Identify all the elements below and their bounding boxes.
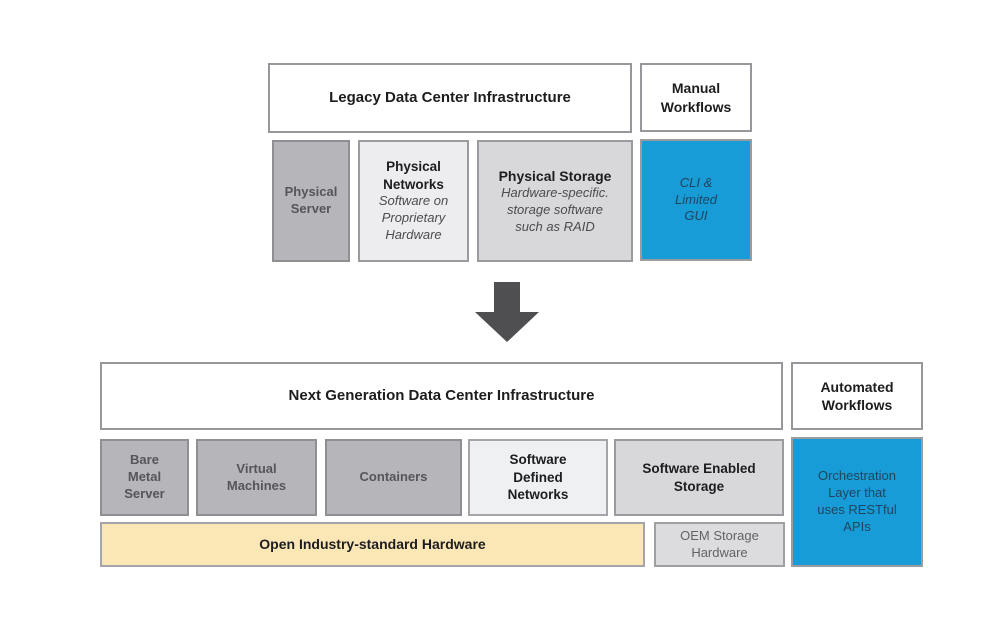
cli-limited-gui-box: CLI & Limited GUI	[640, 139, 752, 261]
physical-networks-subtitle: Software on Proprietary Hardware	[378, 193, 449, 242]
manual-workflows-box: Manual Workflows	[640, 63, 752, 132]
physical-storage-subtitle: Hardware-specific. storage software such…	[501, 184, 609, 234]
oem-storage-hardware-box: OEM Storage Hardware	[654, 522, 785, 567]
software-defined-networks-box: Software Defined Networks	[468, 439, 608, 516]
down-arrow-icon	[475, 282, 539, 342]
physical-storage-title: Physical Storage	[498, 167, 612, 184]
nextgen-header-box: Next Generation Data Center Infrastructu…	[100, 362, 783, 430]
physical-storage-box: Physical Storage Hardware-specific. stor…	[477, 140, 633, 262]
orchestration-layer-box: Orchestration Layer that uses RESTful AP…	[791, 437, 923, 567]
physical-server-box: Physical Server	[272, 140, 350, 262]
physical-networks-title: Physical Networks	[383, 159, 444, 192]
containers-box: Containers	[325, 439, 462, 516]
automated-workflows-box: Automated Workflows	[791, 362, 923, 430]
bare-metal-server-box: Bare Metal Server	[100, 439, 189, 516]
virtual-machines-box: Virtual Machines	[196, 439, 317, 516]
physical-networks-box: Physical Networks Software on Proprietar…	[358, 140, 469, 262]
software-enabled-storage-box: Software Enabled Storage	[614, 439, 784, 516]
legacy-header-box: Legacy Data Center Infrastructure	[268, 63, 632, 133]
open-industry-standard-hardware-box: Open Industry-standard Hardware	[100, 522, 645, 567]
